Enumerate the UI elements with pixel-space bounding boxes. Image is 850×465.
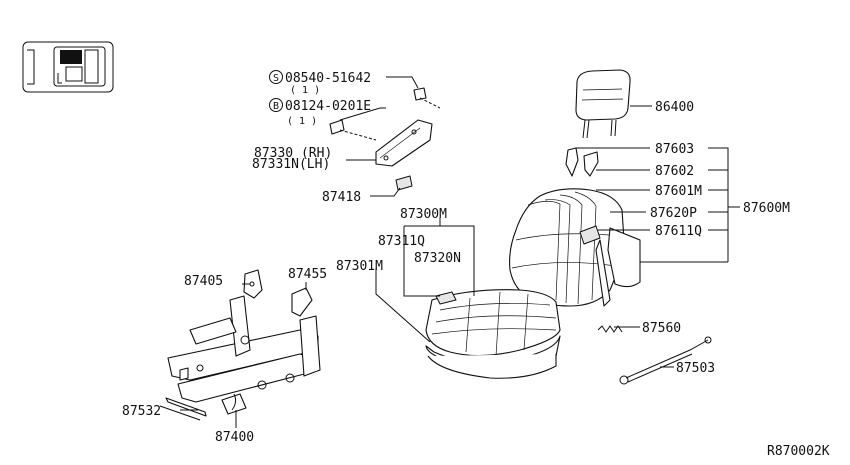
label-87611Q: 87611Q	[655, 224, 702, 239]
label-87532: 87532	[122, 404, 161, 419]
svg-text:B: B	[273, 101, 279, 112]
headrest-part	[575, 69, 631, 139]
screw-symbol: S	[269, 70, 283, 84]
label-87602: 87602	[655, 164, 694, 179]
label-87620P: 87620P	[650, 206, 697, 221]
bracket-87455	[291, 287, 313, 317]
label-87300M: 87300M	[400, 207, 447, 222]
seat-cushion-part	[425, 289, 561, 379]
bolt-symbol: B	[269, 98, 283, 112]
hinge-cover-part	[375, 119, 433, 167]
label-87418: 87418	[322, 190, 361, 205]
label-87330: 87330 (RH)	[254, 146, 332, 161]
label-87311Q: 87311Q	[378, 234, 425, 249]
label-87405: 87405	[184, 274, 223, 289]
bolt-part	[329, 119, 345, 135]
label-screw-code: 08540-51642	[285, 71, 371, 86]
svg-text:S: S	[273, 73, 279, 84]
seat-adjuster-frame	[167, 295, 321, 415]
label-87503: 87503	[676, 361, 715, 376]
label-87455: 87455	[288, 267, 327, 282]
label-87560: 87560	[642, 321, 681, 336]
spring-87560	[597, 325, 623, 333]
label-87400: 87400	[215, 430, 254, 445]
label-87603: 87603	[655, 142, 694, 157]
label-87601M: 87601M	[655, 184, 702, 199]
label-bolt-qty: ( 1 )	[287, 116, 317, 127]
label-bolt-code: 08124-0201E	[285, 99, 371, 114]
seat-back-part	[509, 188, 641, 307]
screw-part	[413, 87, 427, 101]
label-87331N: 87331N(LH)	[252, 157, 330, 172]
label-86400: 86400	[655, 100, 694, 115]
label-87301M: 87301M	[336, 259, 383, 274]
drawing-reference: R870002K	[767, 444, 830, 459]
knob-87418	[395, 175, 413, 191]
label-87320N: 87320N	[414, 251, 461, 266]
seat-location-icon	[22, 41, 114, 93]
label-87600M: 87600M	[743, 201, 790, 216]
bracket-87405	[243, 269, 263, 299]
slide-handle-part	[159, 397, 207, 421]
headrest-guides	[565, 147, 599, 177]
leader-lines	[180, 76, 740, 428]
label-screw-qty: ( 1 )	[290, 85, 320, 96]
cable-87503	[619, 336, 712, 385]
